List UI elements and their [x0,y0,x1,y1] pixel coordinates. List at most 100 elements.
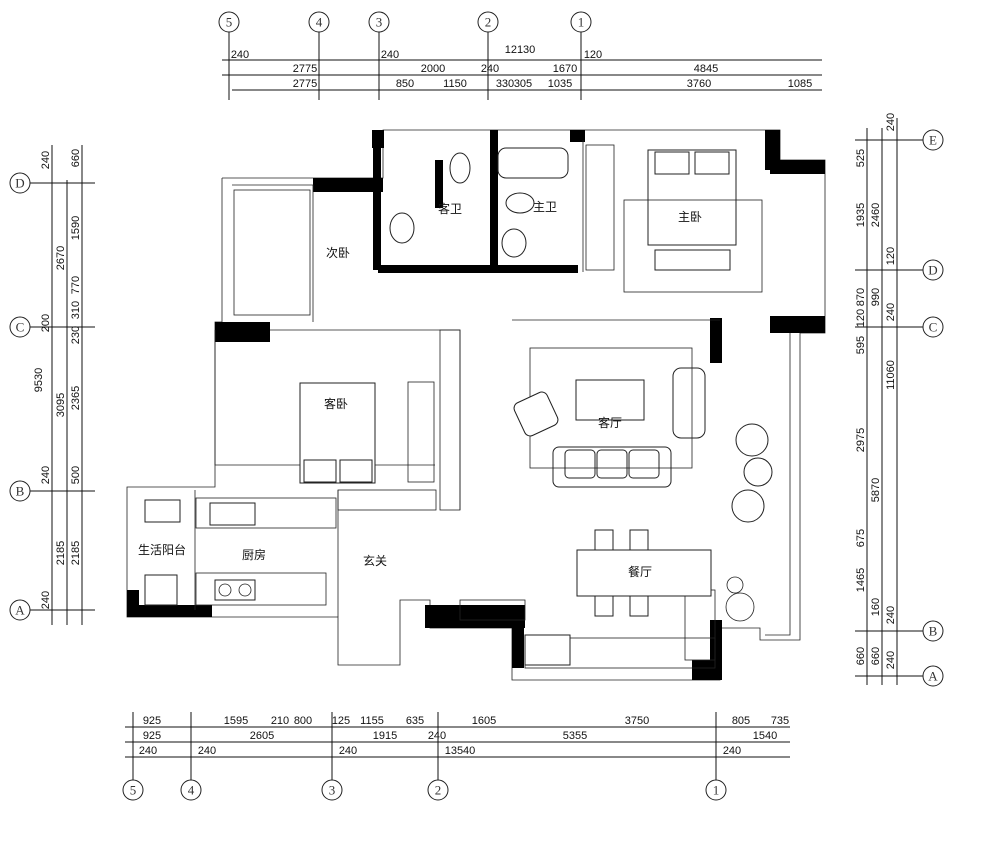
axis-label: 4 [316,15,323,30]
dimension-label-left: 240 [40,466,52,484]
furniture [144,147,773,666]
dimension-label-right: 240 [885,651,897,669]
axis-label: 1 [578,15,585,30]
axis-label: C [929,320,938,335]
dimension-label-top: 850 [396,78,414,90]
fridge-icon [524,634,571,666]
dimension-label-right: 240 [885,113,897,131]
dimension-label-right: 675 [855,529,867,547]
plant-icon [725,576,755,622]
dimension-label-right: 525 [855,149,867,167]
dimension-label-bottom: 925 [143,715,161,727]
room-label-living-room: 客厅 [598,415,622,430]
dimension-label-left: 240 [40,591,52,609]
toilet-icon [449,152,535,214]
dimension-label-bottom: 240 [339,745,357,757]
dimension-label-bottom: 1540 [753,730,777,742]
dimension-label-top: 4845 [694,63,718,75]
dimension-label-right: 870 [855,288,867,306]
washer-icon [144,499,181,606]
axis-label: 5 [226,15,233,30]
axis-label: 1 [713,783,720,798]
dimension-labels: 240 12130 240 120 2775 2000 240 1670 4845 2775 850… [33,44,897,757]
dimension-label-left: 310 [70,301,82,319]
room-label-second-bedroom: 次卧 [326,246,350,260]
dimension-label-top: 2775 [293,63,317,75]
axis-bubble-right [922,259,944,281]
axis-bubble-top [570,11,592,33]
dimension-label-left: 2185 [70,541,82,565]
dimension-label-right: 11060 [885,360,897,390]
axis-label: 2 [485,15,492,30]
axis-label: 3 [376,15,383,30]
dimension-label-left: 240 [40,151,52,169]
dimension-label-bottom: 210 [271,715,289,727]
axis-bubble-bottom [427,779,449,801]
axis-label: C [16,320,25,335]
sink-icon [389,147,569,258]
dimension-label-left: 3095 [55,393,67,417]
axis-bubble-bottom [122,779,144,801]
guest-bed-icon [299,382,376,484]
walls [126,129,826,681]
dimension-label-right: 1465 [855,568,867,592]
dining-table-icon [576,529,712,617]
dimension-label-bottom: 805 [732,715,750,727]
axis-lines [30,32,923,780]
dimension-label-right: 160 [870,598,882,616]
axis-label: A [15,603,25,618]
room-label-utility-balcony: 生活阳台 [138,542,186,557]
dimension-label-left: 200 [40,314,52,332]
axis-bubble-left [9,172,31,194]
dimension-label-right: 2460 [870,203,882,227]
dimension-label-top: 2775 [293,78,317,90]
dimension-label-bottom: 240 [428,730,446,742]
dimension-label-bottom: 800 [294,715,312,727]
axis-label: 5 [130,783,137,798]
axis-bubble-left [9,480,31,502]
axis-label: A [928,669,938,684]
dimension-label-top: 12130 [505,44,536,56]
dimension-label-top: 1670 [553,63,577,75]
master-bed-icon [623,149,763,293]
dimension-label-bottom: 240 [723,745,741,757]
dimension-label-top: 240 [481,63,499,75]
room-labels: 次卧 客卫 主卫 主卧 客卧 客厅 生活阳台 厨房 玄关 餐厅 [138,200,702,579]
axis-bubble-right [922,316,944,338]
dimension-label-left: 9530 [33,368,45,392]
dimension-label-top: 2000 [421,63,445,75]
dimension-label-right: 240 [885,606,897,624]
dimension-label-left: 230 [70,326,82,344]
dimension-label-left: 2185 [55,541,67,565]
dimension-label-left: 660 [70,149,82,167]
room-label-guest-bath: 客卫 [438,201,462,216]
axis-bubble-left [9,316,31,338]
axis-label: 4 [188,783,195,798]
axis-label: B [929,624,938,639]
dimension-label-bottom: 3750 [625,715,649,727]
dimension-label-bottom: 1915 [373,730,397,742]
dimension-label-right: 120 [885,247,897,265]
room-label-master-bath: 主卫 [533,200,557,214]
dimension-label-left: 2365 [70,386,82,410]
dimension-label-right: 5870 [870,478,882,502]
dimension-label-top: 120 [584,49,602,61]
room-label-kitchen: 厨房 [242,547,266,562]
axis-bubble-right [922,129,944,151]
sofa-icon [513,347,706,488]
dimension-label-bottom: 1595 [224,715,248,727]
dimension-lines [51,59,898,758]
axis-bubble-right [922,665,944,687]
dimension-label-right: 2975 [855,428,867,452]
dimension-label-bottom: 735 [771,715,789,727]
dimension-label-left: 2670 [55,246,67,270]
axis-bubble-top [477,11,499,33]
axis-bubble-right [922,620,944,642]
dimension-label-left: 1590 [70,216,82,240]
axis-bubble-top [368,11,390,33]
dimension-label-bottom: 1605 [472,715,496,727]
axis-label: D [15,176,24,191]
axis-label: D [928,263,937,278]
